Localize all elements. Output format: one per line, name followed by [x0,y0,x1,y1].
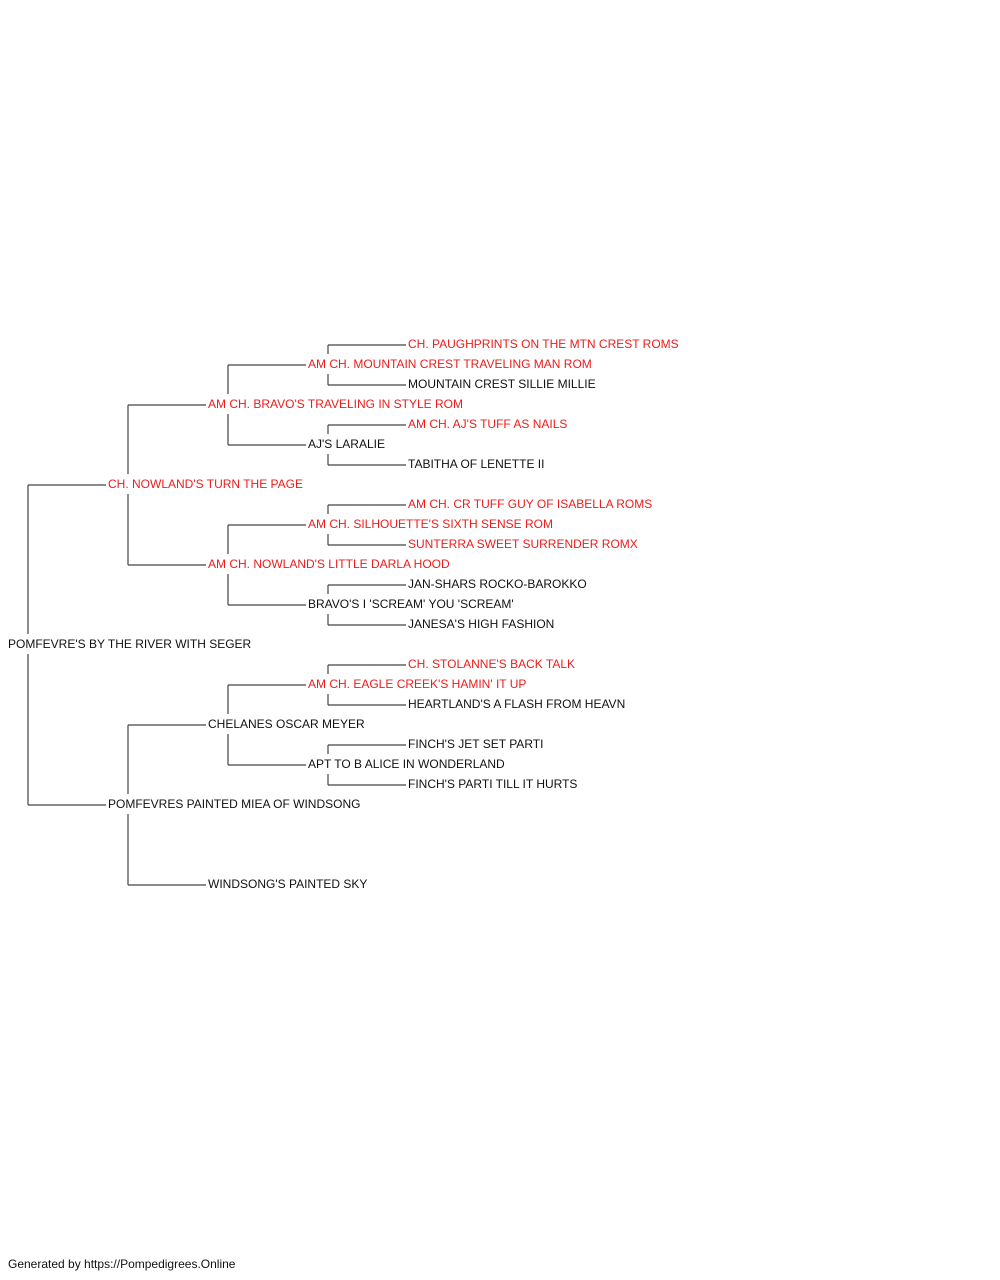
subject-dog-name: POMFEVRE'S BY THE RIVER WITH SEGER [7,637,253,651]
ancestor-name-d: POMFEVRES PAINTED MIEA OF WINDSONG [107,797,362,811]
ancestor-name-d-s-d: APT TO B ALICE IN WONDERLAND [307,757,506,771]
ancestor-name-d-s-s-d: HEARTLAND'S A FLASH FROM HEAVN [407,697,627,711]
ancestor-name-d-s-s-s: CH. STOLANNE'S BACK TALK [407,657,577,671]
ancestor-name-d-s-d-s: FINCH'S JET SET PARTI [407,737,545,751]
ancestor-name-s-s-s-s: CH. PAUGHPRINTS ON THE MTN CREST ROMS [407,337,680,351]
ancestor-name-s-s-d-d: TABITHA OF LENETTE II [407,457,546,471]
ancestor-name-s-s-d-s: AM CH. AJ'S TUFF AS NAILS [407,417,569,431]
ancestor-name-s-d-s-d: SUNTERRA SWEET SURRENDER ROMX [407,537,639,551]
ancestor-name-s-s-s: AM CH. MOUNTAIN CREST TRAVELING MAN ROM [307,357,593,371]
ancestor-name-s-d: AM CH. NOWLAND'S LITTLE DARLA HOOD [207,557,451,571]
ancestor-name-s-d-s-s: AM CH. CR TUFF GUY OF ISABELLA ROMS [407,497,654,511]
ancestor-name-s-d-d-d: JANESA'S HIGH FASHION [407,617,556,631]
ancestor-name-d-d: WINDSONG'S PAINTED SKY [207,877,369,891]
ancestor-name-d-s-d-d: FINCH'S PARTI TILL IT HURTS [407,777,579,791]
ancestor-name-s-s-d: AJ'S LARALIE [307,437,386,451]
ancestor-name-d-s-s: AM CH. EAGLE CREEK'S HAMIN' IT UP [307,677,528,691]
ancestor-name-s-s-s-d: MOUNTAIN CREST SILLIE MILLIE [407,377,597,391]
ancestor-name-s-d-d-s: JAN-SHARS ROCKO-BAROKKO [407,577,588,591]
ancestor-name-s: CH. NOWLAND'S TURN THE PAGE [107,477,304,491]
ancestor-name-s-s: AM CH. BRAVO'S TRAVELING IN STYLE ROM [207,397,465,411]
generated-by-footer: Generated by https://Pompedigrees.Online [8,1257,236,1271]
ancestor-name-d-s: CHELANES OSCAR MEYER [207,717,366,731]
ancestor-name-s-d-d: BRAVO'S I 'SCREAM' YOU 'SCREAM' [307,597,515,611]
ancestor-name-s-d-s: AM CH. SILHOUETTE'S SIXTH SENSE ROM [307,517,554,531]
